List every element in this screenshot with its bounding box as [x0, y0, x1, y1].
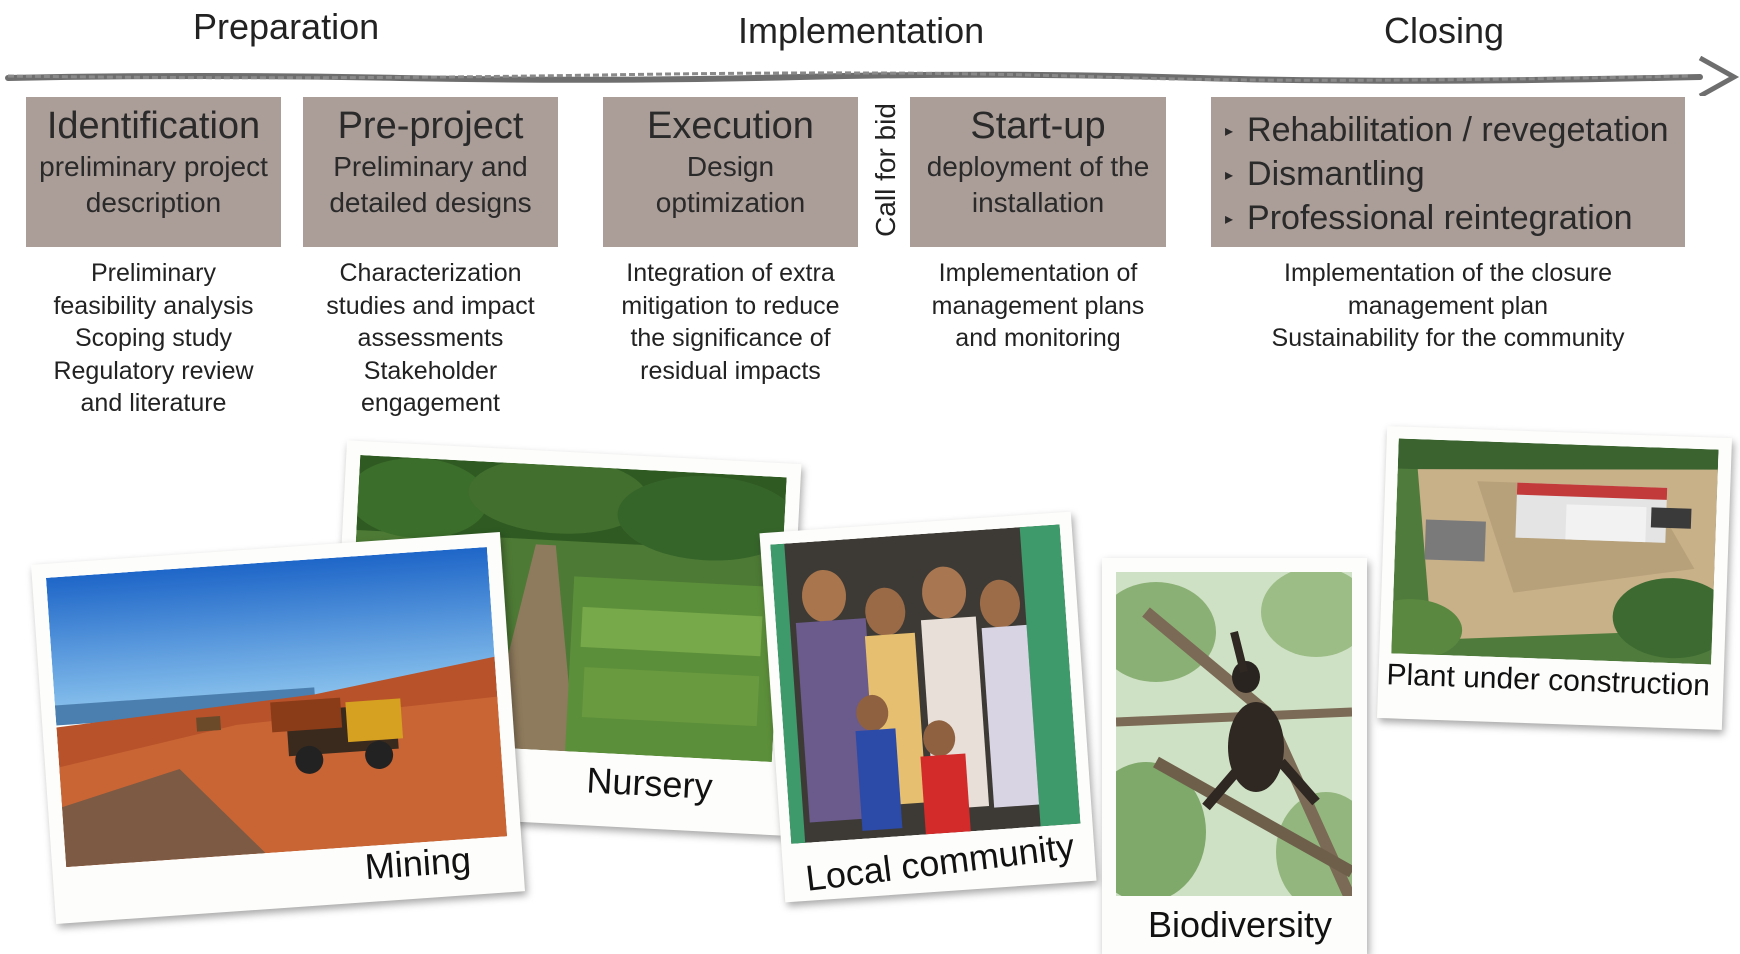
photo-caption: Nursery — [585, 759, 714, 807]
phase-label-closing: Closing — [1384, 10, 1505, 51]
bullet-triangle-icon: ▸ — [1225, 167, 1234, 185]
stage-subtitle-line: optimization — [655, 187, 806, 218]
description-start-up: Implementation of management plans and m… — [910, 257, 1166, 355]
description-line: Characterization — [339, 259, 522, 287]
description-line: residual impacts — [640, 356, 821, 385]
description-line: and literature — [80, 389, 227, 417]
stage-box-identification: Identification preliminary project descr… — [26, 97, 281, 247]
stage-box-execution: Execution Design optimization — [603, 97, 858, 247]
photo-biodiversity: Biodiversity — [1102, 558, 1367, 954]
description-line: studies and impact — [326, 291, 535, 320]
description-line: Integration of extra — [626, 259, 835, 287]
description-line: Preliminary — [90, 259, 217, 287]
stage-box-pre-project: Pre-project Preliminary and detailed des… — [303, 97, 558, 247]
plant-image — [1391, 438, 1719, 665]
description-line: assessments — [357, 324, 504, 352]
description-execution: Integration of extra mitigation to reduc… — [593, 257, 868, 387]
closing-item-label: Rehabilitation / revegetation — [1247, 111, 1669, 149]
timeline-arrow — [5, 56, 1740, 96]
description-line: management plans — [931, 291, 1145, 320]
description-line: the significance of — [630, 324, 831, 352]
closing-item: ▸ Rehabilitation / revegetation — [1225, 109, 1685, 153]
stage-subtitle-line: deployment of the — [926, 151, 1150, 182]
stage-subtitle-line: preliminary project — [39, 151, 268, 182]
stage-subtitle-line: detailed designs — [329, 187, 532, 218]
description-line: Implementation of the closure — [1284, 259, 1612, 287]
description-line: Stakeholder — [363, 356, 498, 385]
call-for-bid-label: Call for bid — [870, 103, 901, 237]
description-line: Scoping study — [74, 324, 233, 352]
description-pre-project: Characterization studies and impact asse… — [303, 257, 558, 420]
stage-subtitle-line: Preliminary and — [333, 151, 528, 182]
stage-title: Execution — [647, 105, 814, 147]
bullet-triangle-icon: ▸ — [1225, 211, 1234, 229]
closing-item: ▸ Dismantling — [1225, 153, 1685, 197]
description-line: management plan — [1347, 291, 1549, 320]
photo-mining: Mining — [31, 532, 525, 924]
closing-items-list: ▸ Rehabilitation / revegetation ▸ Dismantl… — [1211, 103, 1685, 241]
description-closing: Implementation of the closure management… — [1211, 257, 1685, 355]
biodiversity-image — [1116, 572, 1352, 896]
description-line: feasibility analysis — [53, 291, 254, 320]
description-line: engagement — [360, 389, 500, 417]
stage-subtitle-line: description — [85, 187, 222, 218]
closing-item: ▸ Professional reintegration — [1225, 197, 1685, 241]
bullet-triangle-icon: ▸ — [1225, 123, 1234, 141]
stage-title: Identification — [46, 105, 261, 147]
description-identification: Preliminary feasibility analysis Scoping… — [26, 257, 281, 420]
community-image — [770, 524, 1081, 844]
photo-caption: Plant under construction — [1385, 658, 1711, 703]
stage-title: Pre-project — [337, 105, 524, 147]
description-line: and monitoring — [955, 324, 1121, 352]
description-line: Implementation of — [938, 259, 1138, 287]
description-line: Sustainability for the community — [1271, 324, 1625, 352]
photo-caption: Mining — [363, 838, 473, 888]
phase-label-preparation: Preparation — [193, 6, 380, 47]
stage-box-start-up: Start-up deployment of the installation — [910, 97, 1166, 247]
description-line: Regulatory review — [53, 356, 254, 385]
closing-item-label: Dismantling — [1247, 155, 1425, 194]
phase-label-implementation: Implementation — [738, 10, 985, 51]
mining-image — [45, 546, 508, 868]
stage-box-closing: ▸ Rehabilitation / revegetation ▸ Dismantl… — [1211, 97, 1685, 247]
stage-title: Start-up — [970, 105, 1106, 147]
stage-subtitle-line: installation — [971, 187, 1105, 218]
closing-item-label: Professional reintegration — [1247, 199, 1633, 238]
stage-subtitle-line: Design — [686, 151, 775, 182]
photo-local-community: Local community — [759, 511, 1097, 903]
photo-caption: Biodiversity — [1148, 904, 1333, 945]
description-line: mitigation to reduce — [621, 291, 840, 320]
photo-plant-under-construction: Plant under construction — [1377, 426, 1732, 730]
